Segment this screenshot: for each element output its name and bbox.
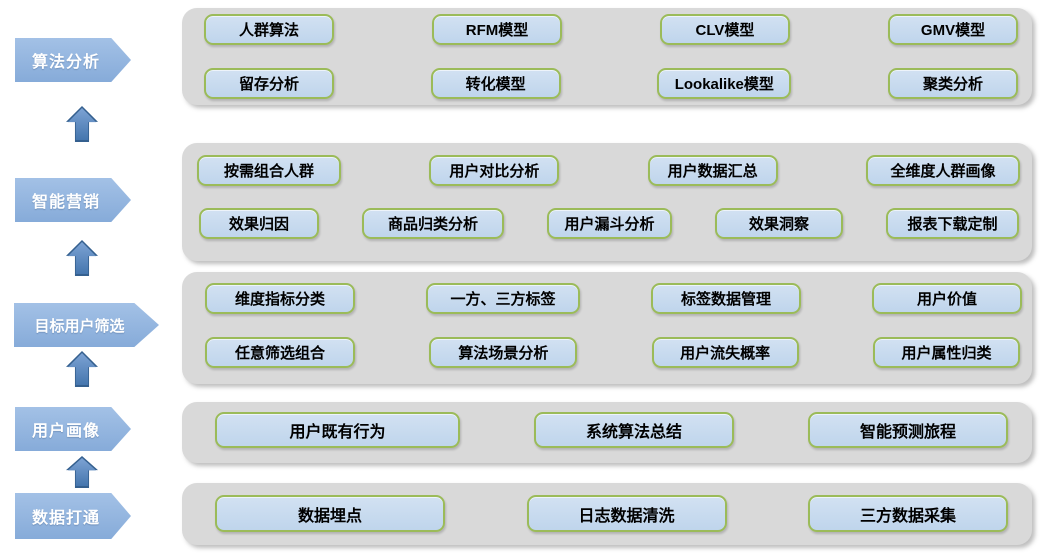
feature-button[interactable]: 按需组合人群 xyxy=(197,155,341,186)
feature-button[interactable]: 用户价值 xyxy=(872,283,1022,314)
feature-button[interactable]: GMV模型 xyxy=(888,14,1018,45)
feature-button[interactable]: 转化模型 xyxy=(430,68,561,99)
feature-button[interactable]: 全维度人群画像 xyxy=(865,155,1020,186)
feature-button[interactable]: Lookalike模型 xyxy=(657,68,792,99)
feature-button[interactable]: 用户数据汇总 xyxy=(647,155,778,186)
feature-button[interactable]: 智能预测旅程 xyxy=(808,412,1008,448)
button-row: 任意筛选组合 算法场景分析 用户流失概率 用户属性归类 xyxy=(205,337,1020,368)
feature-button[interactable]: 用户对比分析 xyxy=(429,155,560,186)
feature-button[interactable]: 标签数据管理 xyxy=(651,283,801,314)
button-row: 人群算法 RFM模型 CLV模型 GMV模型 xyxy=(204,14,1018,45)
feature-button[interactable]: 效果洞察 xyxy=(715,208,843,239)
feature-button[interactable]: 用户属性归类 xyxy=(872,337,1020,368)
stage-label-smart-marketing: 智能营销 xyxy=(15,178,131,222)
up-arrow-icon xyxy=(66,240,98,276)
feature-button[interactable]: 数据埋点 xyxy=(215,495,445,532)
up-arrow-fill xyxy=(68,108,96,140)
stage-label-algorithm-analysis: 算法分析 xyxy=(15,38,131,82)
up-arrow-icon xyxy=(66,106,98,142)
stage-panel-user-profile: 用户既有行为 系统算法总结 智能预测旅程 xyxy=(182,402,1032,463)
feature-button[interactable]: 用户流失概率 xyxy=(651,337,799,368)
button-row: 数据埋点 日志数据清洗 三方数据采集 xyxy=(215,495,1008,532)
stage-label-user-profile: 用户画像 xyxy=(15,407,131,451)
feature-button[interactable]: 任意筛选组合 xyxy=(205,337,355,368)
feature-button[interactable]: 人群算法 xyxy=(204,14,334,45)
feature-button[interactable]: 一方、三方标签 xyxy=(426,283,580,314)
button-row: 用户既有行为 系统算法总结 智能预测旅程 xyxy=(215,412,1008,448)
button-row: 维度指标分类 一方、三方标签 标签数据管理 用户价值 xyxy=(205,283,1022,314)
button-row: 留存分析 转化模型 Lookalike模型 聚类分析 xyxy=(204,68,1018,99)
feature-button[interactable]: 聚类分析 xyxy=(887,68,1018,99)
feature-button[interactable]: 系统算法总结 xyxy=(534,412,734,448)
button-row: 效果归因 商品归类分析 用户漏斗分析 效果洞察 报表下载定制 xyxy=(199,208,1019,239)
feature-button[interactable]: 用户漏斗分析 xyxy=(547,208,672,239)
up-arrow-fill xyxy=(68,242,96,274)
button-row: 按需组合人群 用户对比分析 用户数据汇总 全维度人群画像 xyxy=(197,155,1020,186)
feature-button[interactable]: RFM模型 xyxy=(432,14,562,45)
feature-button[interactable]: 日志数据清洗 xyxy=(526,495,727,532)
feature-button[interactable]: 算法场景分析 xyxy=(429,337,578,368)
feature-button[interactable]: 维度指标分类 xyxy=(205,283,355,314)
stage-panel-algorithm-analysis: 人群算法 RFM模型 CLV模型 GMV模型留存分析 转化模型 Lookalike模型 聚类… xyxy=(182,8,1032,105)
feature-button[interactable]: 商品归类分析 xyxy=(362,208,504,239)
feature-button[interactable]: 留存分析 xyxy=(204,68,334,99)
feature-button[interactable]: 效果归因 xyxy=(199,208,319,239)
stage-panel-smart-marketing: 按需组合人群 用户对比分析 用户数据汇总 全维度人群画像效果归因 商品归类分析 用户漏斗分… xyxy=(182,143,1032,261)
feature-button[interactable]: 三方数据采集 xyxy=(808,495,1008,532)
up-arrow-icon xyxy=(66,456,98,488)
up-arrow-fill xyxy=(68,458,96,486)
stage-label-target-user-filter: 目标用户筛选 xyxy=(14,303,159,347)
feature-button[interactable]: 用户既有行为 xyxy=(215,412,460,448)
stage-panel-target-user-filter: 维度指标分类 一方、三方标签 标签数据管理 用户价值任意筛选组合 算法场景分析 用户流失概… xyxy=(182,272,1032,384)
up-arrow-fill xyxy=(68,353,96,385)
feature-button[interactable]: 报表下载定制 xyxy=(886,208,1019,239)
stage-label-data-integration: 数据打通 xyxy=(15,493,131,539)
feature-button[interactable]: CLV模型 xyxy=(660,14,790,45)
stage-panel-data-integration: 数据埋点 日志数据清洗 三方数据采集 xyxy=(182,483,1032,545)
up-arrow-icon xyxy=(66,351,98,387)
